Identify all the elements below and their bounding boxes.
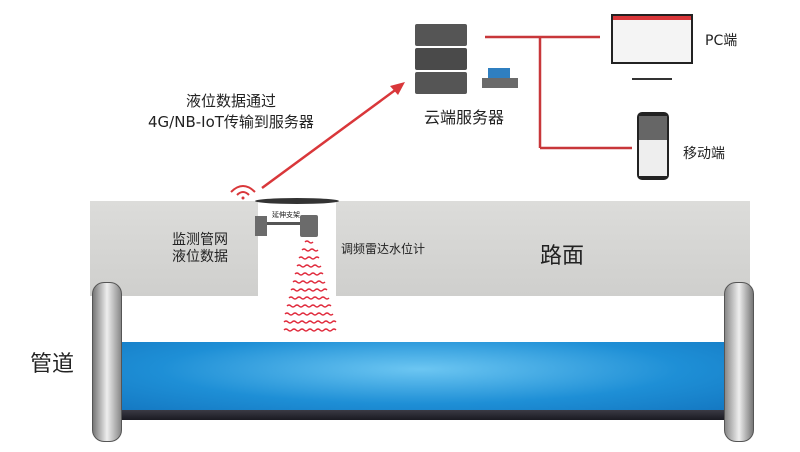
radar-label: 调频雷达水位计 xyxy=(341,242,426,256)
pipe-flange-right xyxy=(724,282,754,442)
bracket-mount xyxy=(255,216,267,236)
manhole-opening xyxy=(258,201,336,296)
monitor-label-line1: 监测管网 xyxy=(172,232,228,248)
mobile-label: 移动端 xyxy=(683,146,725,162)
pc-stand xyxy=(632,64,672,80)
printer-icon xyxy=(482,68,518,88)
radar-sensor-icon xyxy=(300,215,318,237)
road-surface xyxy=(90,201,750,296)
pipe-label: 管道 xyxy=(30,352,75,377)
water-in-pipe xyxy=(115,342,725,410)
transmit-label-line2: 4G/NB-IoT传输到服务器 xyxy=(148,113,314,131)
pipe-bottom xyxy=(115,410,725,420)
cloud-server-icon xyxy=(415,24,467,96)
manhole-cover xyxy=(255,198,339,204)
bracket-label: 延伸支架 xyxy=(272,211,300,219)
pc-monitor-icon xyxy=(611,14,693,64)
monitor-label-line2: 液位数据 xyxy=(172,249,228,265)
mobile-phone-icon xyxy=(637,112,669,180)
road-label: 路面 xyxy=(540,244,585,269)
cloud-server-label: 云端服务器 xyxy=(424,108,505,127)
bracket-arm xyxy=(262,222,312,225)
wifi-signal-icon xyxy=(228,182,258,203)
radar-wave-icon xyxy=(283,240,337,332)
pc-label: PC端 xyxy=(705,33,738,49)
transmit-label-line1: 液位数据通过 xyxy=(186,92,277,110)
pipe-flange-left xyxy=(92,282,122,442)
